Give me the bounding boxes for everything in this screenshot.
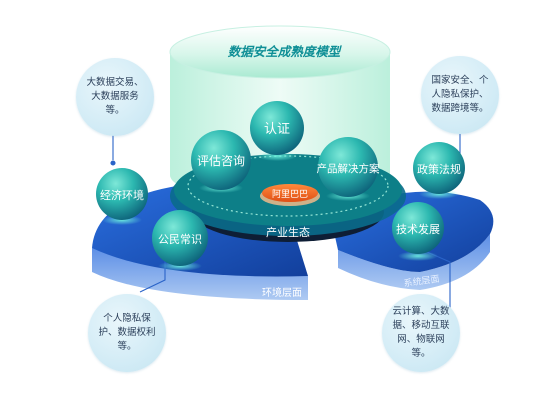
sphere-civic <box>152 210 208 271</box>
inner-ring-label: 产业生态 <box>266 225 310 239</box>
callout-tech: 云计算、大数据、移动互联网、物联网等。 <box>382 294 460 372</box>
callout-economy-text: 大数据交易、大数据服务等。 <box>86 77 144 116</box>
sphere-civic-label: 公民常识 <box>158 233 202 246</box>
sphere-policy-label: 政策法规 <box>417 162 461 176</box>
sphere-assessment-label: 评估咨询 <box>197 153 245 168</box>
cylinder-title: 数据安全成熟度模型 <box>228 44 343 59</box>
sphere-tech <box>392 202 444 261</box>
sphere-product <box>318 137 378 201</box>
callout-civic: 个人隐私保护、数据权利等。 <box>88 294 166 372</box>
callout-policy-text: 国家安全、个人隐私保护、数据跨境等。 <box>431 75 489 114</box>
sphere-product-label: 产品解决方案 <box>317 162 380 175</box>
sphere-economy <box>96 168 148 225</box>
callout-civic-text: 个人隐私保护、数据权利等。 <box>98 313 156 352</box>
sphere-tech-label: 技术发展 <box>396 222 440 236</box>
callout-tech-text: 云计算、大数据、移动互联网、物联网等。 <box>392 306 450 359</box>
sphere-certification-label: 认证 <box>264 122 290 137</box>
sphere-economy-label: 经济环境 <box>100 188 144 202</box>
center-pill <box>260 184 320 206</box>
sphere-policy <box>413 142 465 199</box>
callout-policy: 国家安全、个人隐私保护、数据跨境等。 <box>421 56 499 134</box>
callout-economy: 大数据交易、大数据服务等。 <box>76 58 154 136</box>
sphere-certification <box>250 101 304 161</box>
center-label: 阿里巴巴 <box>272 189 308 200</box>
environment-label: 环境层面 <box>262 286 302 299</box>
sphere-assessment <box>191 130 251 193</box>
